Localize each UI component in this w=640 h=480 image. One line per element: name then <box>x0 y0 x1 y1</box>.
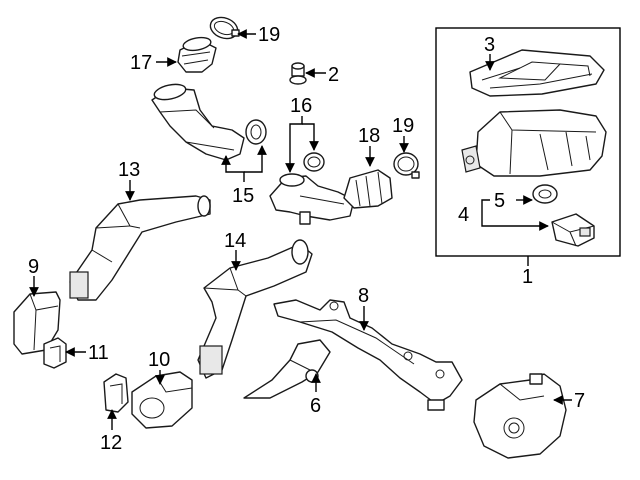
callout-2: 2 <box>328 64 339 86</box>
hose-clamp-top-part <box>209 16 240 40</box>
fitting-cap-part <box>289 62 307 85</box>
coupler-hose-part <box>343 169 393 209</box>
callout-19-right: 19 <box>392 115 414 137</box>
support-bracket-8-part <box>273 299 463 411</box>
bracket-12-part <box>103 373 129 413</box>
callout-14: 14 <box>224 230 246 252</box>
callout-8: 8 <box>358 285 369 307</box>
bracket-9-part <box>13 291 61 355</box>
air-cleaner-cover-part <box>469 49 605 97</box>
clip-11-part <box>43 337 67 369</box>
callout-18: 18 <box>358 125 380 147</box>
intake-tube-part <box>269 173 355 225</box>
duct-end-10-part <box>131 371 193 429</box>
callout-13: 13 <box>118 159 140 181</box>
upper-intake-duct-part <box>151 83 245 161</box>
callout-3: 3 <box>484 34 495 56</box>
grommet-part <box>532 184 558 204</box>
callout-5: 5 <box>494 190 505 212</box>
intake-boot-part <box>177 36 217 73</box>
bracket-plate-7-part <box>473 373 567 459</box>
callout-16: 16 <box>290 95 312 117</box>
air-cleaner-housing-part <box>461 109 607 177</box>
callout-6: 6 <box>310 395 321 417</box>
callout-11: 11 <box>88 342 109 364</box>
callout-17: 17 <box>130 52 152 74</box>
air-duct-14-part <box>197 239 313 379</box>
callout-19-top: 19 <box>258 24 280 46</box>
mass-air-flow-sensor-part <box>551 213 595 247</box>
callout-15: 15 <box>232 185 254 207</box>
air-duct-13-part <box>69 195 211 301</box>
seal-ring-16-part <box>303 152 325 172</box>
callout-12: 12 <box>100 432 122 454</box>
callout-4: 4 <box>458 204 469 226</box>
callout-9: 9 <box>28 256 39 278</box>
leader-lines <box>29 29 572 430</box>
callout-10: 10 <box>148 349 170 371</box>
callout-labels: 1 2 3 4 5 6 7 8 9 10 11 12 13 14 15 16 1… <box>28 24 585 454</box>
seal-ring-15-part <box>245 119 267 145</box>
hose-clamp-right-part <box>393 152 420 179</box>
heat-shield-6-part <box>243 339 331 399</box>
callout-7: 7 <box>574 390 585 412</box>
callout-1: 1 <box>522 266 533 288</box>
